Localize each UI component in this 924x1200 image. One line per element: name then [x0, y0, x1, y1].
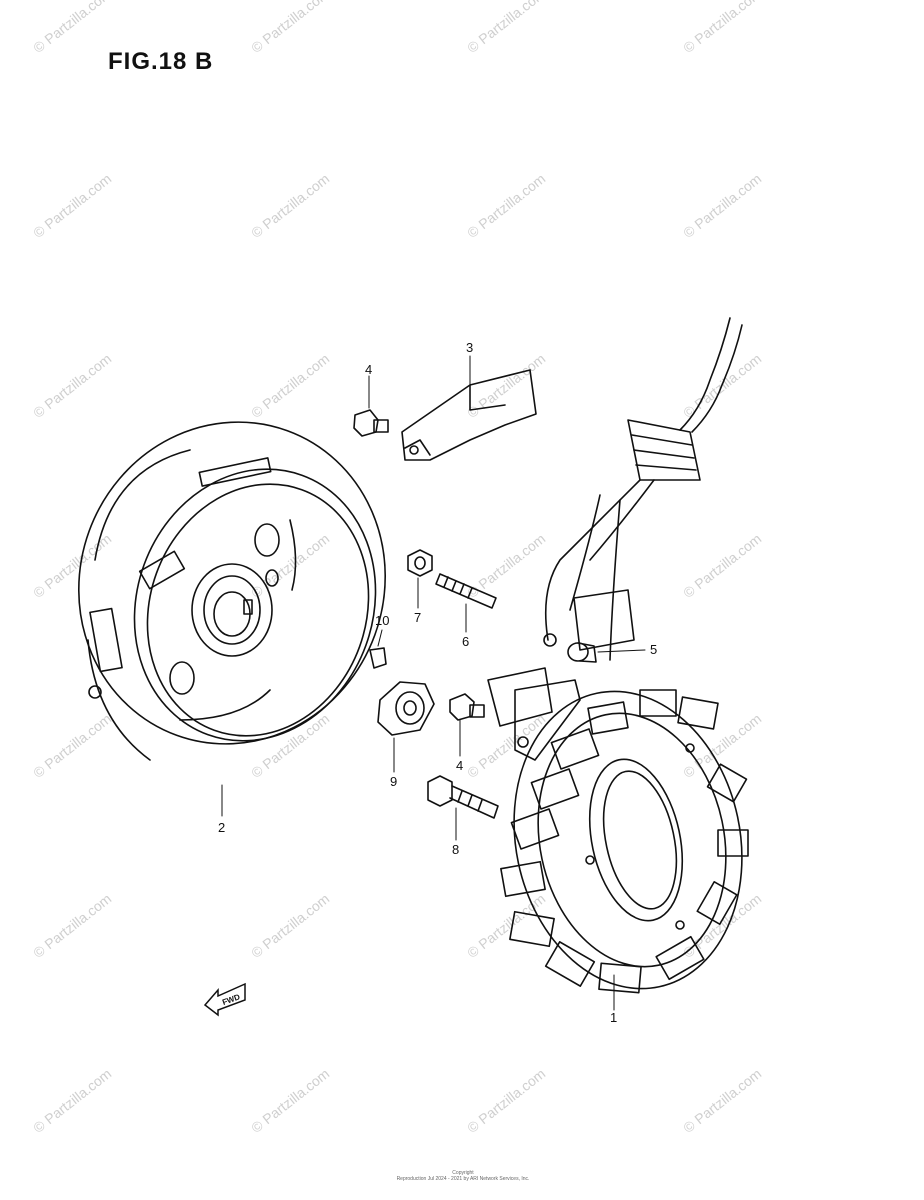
callout-4-lower: 4: [456, 758, 464, 773]
bolt-part-lower: [449, 693, 485, 721]
callout-5: 5: [650, 642, 658, 657]
footer-line-2: Reproduction Jul 2024 - 2021 by ARI Netw…: [396, 1176, 530, 1182]
callout-4-top: 4: [365, 362, 373, 377]
nut-part: [407, 549, 433, 577]
callout-3: 3: [466, 340, 474, 355]
callout-2: 2: [218, 820, 226, 835]
copyright-footer: Copyright Reproduction Jul 2024 - 2021 b…: [396, 1170, 530, 1182]
leader-lines: [221, 355, 646, 1011]
callout-6: 6: [462, 634, 470, 649]
flywheel-rotor-part: [77, 421, 387, 761]
callout-9: 9: [390, 774, 398, 789]
callout-1: 1: [610, 1010, 618, 1025]
flange-nut-part: [377, 681, 435, 736]
key-part: [369, 647, 387, 669]
long-bolt-part: [427, 775, 499, 819]
callout-8: 8: [452, 842, 460, 857]
callout-10: 10: [375, 613, 390, 628]
bolt-part-top: [353, 409, 389, 437]
bracket-part: [401, 369, 537, 461]
stator-assembly-part: [487, 317, 749, 994]
spacer-part: [567, 642, 597, 663]
callout-7: 7: [414, 610, 422, 625]
footer-line-1: Copyright: [452, 1170, 474, 1176]
stud-part: [435, 573, 497, 609]
figure-title: FIG.18 B: [108, 48, 214, 75]
fwd-arrow-icon: FWD: [203, 982, 246, 1017]
